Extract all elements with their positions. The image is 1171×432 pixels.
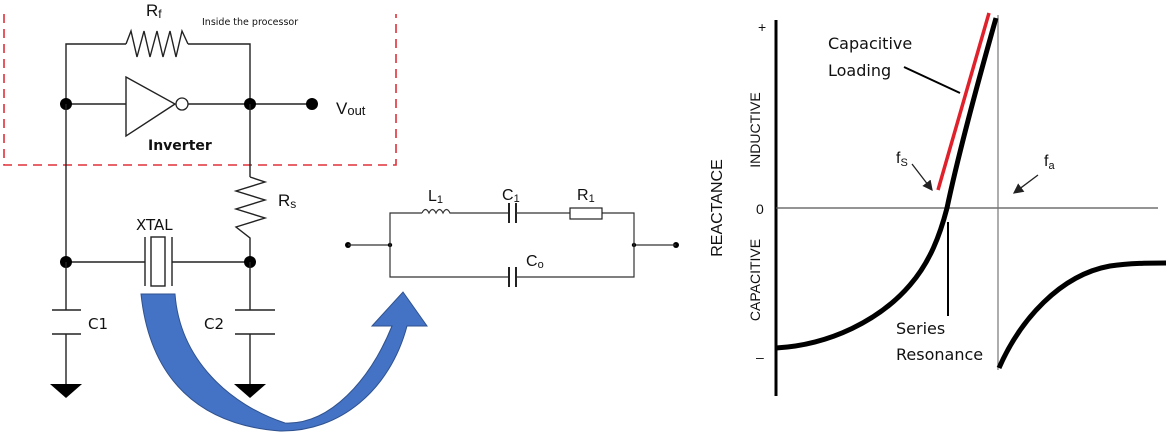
inductor-l1 xyxy=(421,208,508,215)
fa-arrow xyxy=(1012,174,1039,194)
expand-arrow xyxy=(140,291,428,432)
rf-label: Rf xyxy=(146,1,162,21)
c0-label: Co xyxy=(526,253,544,271)
capacitor-c1 xyxy=(50,262,82,398)
c1-motional-label: C1 xyxy=(502,187,520,205)
inverter-label: Inverter xyxy=(148,138,212,154)
fa-label: fa xyxy=(1044,153,1055,172)
loading-pointer xyxy=(903,66,961,94)
reactance-plot: + 0 – REACTANCE INDUCTIVE CAPACITIVE Cap… xyxy=(709,12,1167,396)
pierce-oscillator-circuit: Rf Inside the processor Inverter Vout Rs… xyxy=(3,1,428,432)
l1-label: L1 xyxy=(428,188,443,206)
crystal-symbol xyxy=(144,236,173,287)
r1-label: R1 xyxy=(577,187,595,205)
processor-boundary xyxy=(3,14,397,166)
capacitor-c2 xyxy=(234,262,275,398)
tick-zero: 0 xyxy=(756,201,764,217)
c2-label: C2 xyxy=(204,315,224,333)
tick-minus: – xyxy=(756,349,764,365)
rs-label: Rs xyxy=(278,191,296,211)
capacitive-loading-label: Capacitive Loading xyxy=(828,34,917,80)
inverter-gate xyxy=(125,75,177,138)
xtal-label: XTAL xyxy=(136,216,173,234)
tick-plus: + xyxy=(758,19,766,35)
processor-note: Inside the processor xyxy=(202,17,298,28)
capacitive-label: CAPACITIVE xyxy=(747,239,763,321)
fs-arrow xyxy=(911,163,933,192)
capacitor-c1-motional xyxy=(508,203,517,223)
reactance-curve-upper xyxy=(996,260,1167,370)
feedback-wire xyxy=(65,43,251,104)
vout-terminal xyxy=(306,98,318,110)
capacitive-loading-line xyxy=(936,12,991,191)
y-axis-label: REACTANCE xyxy=(709,159,726,257)
ground-icon xyxy=(234,384,266,398)
inductive-label: INDUCTIVE xyxy=(747,92,763,167)
crystal-equivalent-circuit: L1 C1 R1 Co xyxy=(345,187,679,287)
reactance-curve-lower xyxy=(775,17,999,351)
inverter-bubble xyxy=(175,97,189,111)
fs-label: fS xyxy=(896,150,908,169)
series-resistor xyxy=(233,176,268,262)
capacitor-c0-shunt xyxy=(508,267,517,287)
ground-icon xyxy=(50,384,82,398)
c1-label: C1 xyxy=(88,315,108,333)
resistor-r1 xyxy=(569,207,603,220)
series-resonance-label: Series Resonance xyxy=(896,319,983,364)
feedback-resistor xyxy=(125,28,189,58)
vout-label: Vout xyxy=(336,99,366,118)
